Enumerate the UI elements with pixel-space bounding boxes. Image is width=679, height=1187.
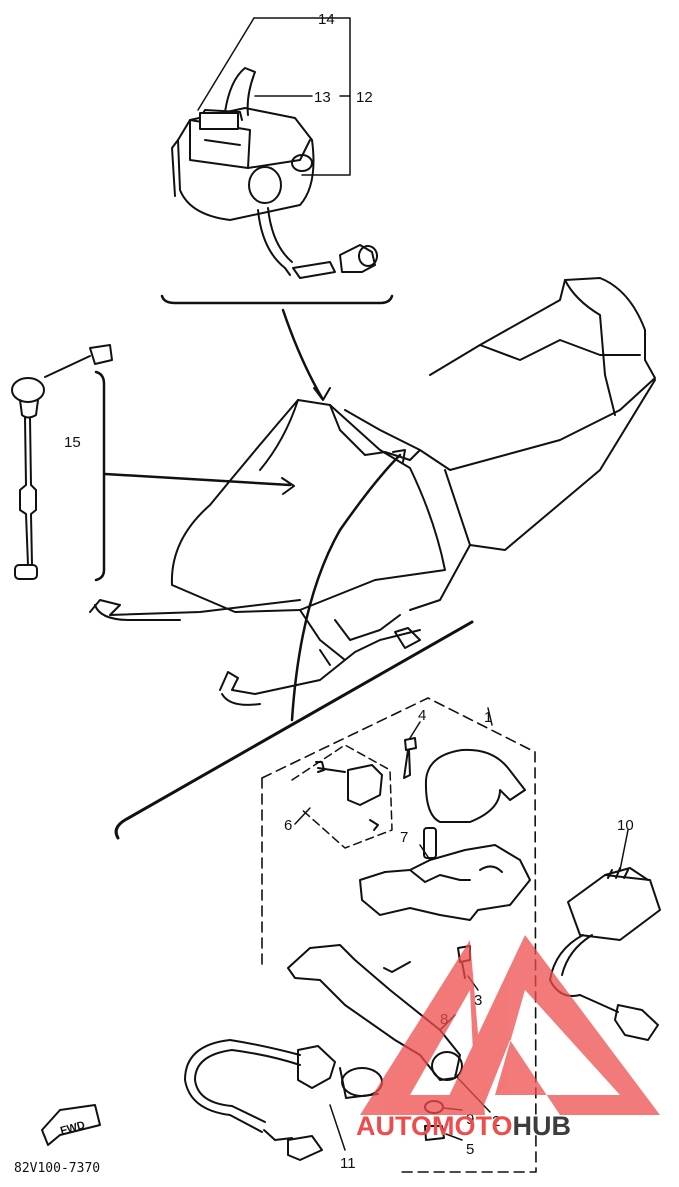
stop-switch-assembly	[171, 67, 378, 279]
callout-13: 13	[314, 89, 331, 106]
watermark-triangle-left-icon	[360, 940, 485, 1115]
fwd-arrow-icon	[41, 1104, 101, 1146]
fwd-label: FWD	[59, 1119, 86, 1137]
cable-15	[11, 344, 113, 580]
callout-9: 9	[466, 1111, 474, 1128]
callout-14: 14	[318, 11, 335, 28]
callout-6: 6	[284, 817, 292, 834]
callout-3: 3	[474, 992, 482, 1009]
callout-10: 10	[617, 817, 634, 834]
callout-11: 11	[340, 1155, 356, 1172]
watermark-logo	[360, 935, 660, 1115]
callout-12: 12	[356, 89, 373, 106]
watermark-part-c: HUB	[513, 1111, 572, 1141]
callout-5: 5	[466, 1141, 474, 1158]
callout-15: 15	[64, 434, 81, 451]
switch-6	[315, 761, 383, 831]
callout-7: 7	[400, 829, 408, 846]
assembly-6-dashed-outline	[291, 744, 393, 849]
assembly-1-dashed-outline	[261, 697, 537, 1173]
watermark-text: AUTOMOTOHUB	[356, 1111, 571, 1141]
watermark-part-b: MOTO	[432, 1111, 513, 1141]
watermark-part-a: AUTO	[356, 1111, 432, 1141]
part-code: 82V100-7370	[14, 1161, 100, 1176]
snowmobile-body	[89, 277, 656, 706]
watermark-triangle-right-icon	[440, 935, 660, 1115]
cable-11	[184, 1039, 383, 1161]
callout-4: 4	[418, 707, 426, 724]
callout-2: 2	[492, 1113, 500, 1130]
callout-1: 1	[484, 709, 492, 726]
